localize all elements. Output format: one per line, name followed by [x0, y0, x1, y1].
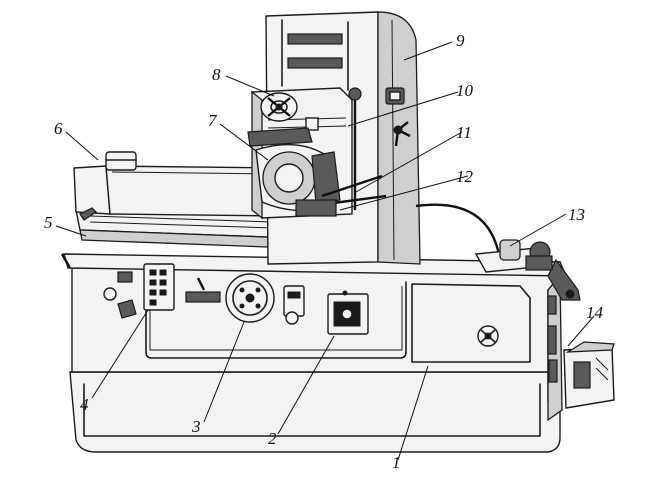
callout-12: 12 — [456, 167, 474, 186]
leader-12 — [339, 175, 469, 211]
leader-9 — [403, 41, 453, 61]
callout-11: 11 — [456, 123, 472, 142]
leader-10 — [347, 91, 459, 127]
control-levers — [283, 285, 369, 335]
wheel-head — [247, 87, 387, 220]
leader-13 — [509, 213, 567, 247]
callout-7: 7 — [208, 111, 218, 130]
machine-base — [69, 261, 563, 453]
leader-11 — [355, 131, 463, 193]
callout-13: 13 — [568, 205, 585, 224]
callout-14: 14 — [586, 303, 604, 322]
coolant-tank — [563, 341, 615, 409]
callout-5: 5 — [44, 213, 53, 232]
leader-1 — [397, 365, 429, 461]
callout-numbers: 1 2 3 4 5 6 7 8 9 10 11 12 13 14 — [44, 31, 604, 472]
leader-8 — [225, 75, 275, 97]
leader-7 — [219, 123, 269, 161]
leader-3 — [203, 321, 245, 423]
callout-8: 8 — [212, 65, 221, 84]
leader-5 — [55, 225, 87, 237]
leader-6 — [65, 131, 99, 161]
callout-9: 9 — [456, 31, 465, 50]
callout-2: 2 — [268, 429, 277, 448]
callout-3: 3 — [191, 417, 201, 436]
callout-6: 6 — [54, 119, 63, 138]
leader-2 — [277, 335, 335, 435]
callout-1: 1 — [392, 453, 401, 472]
table-traverse-handwheel — [185, 273, 275, 323]
leader-4 — [91, 309, 149, 399]
callout-10: 10 — [456, 81, 474, 100]
callout-4: 4 — [80, 395, 89, 414]
leader-lines — [55, 41, 595, 461]
hydraulic-unit — [415, 203, 553, 273]
leader-14 — [567, 315, 595, 347]
operator-panel — [103, 263, 175, 319]
